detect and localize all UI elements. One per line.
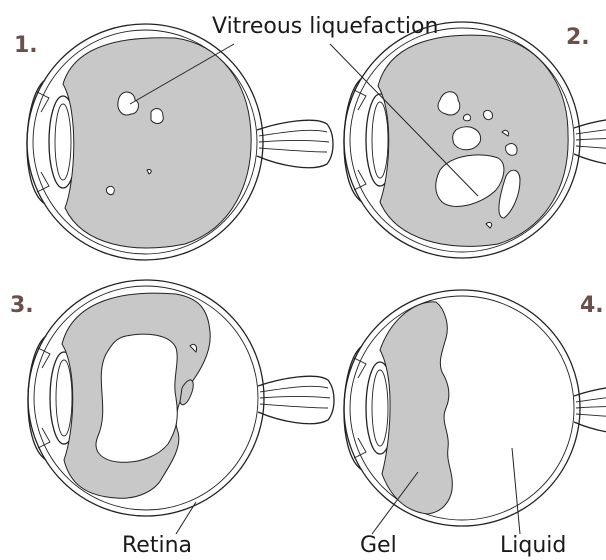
label-vitreous-liquefaction: Vitreous liquefaction	[212, 14, 438, 39]
liquid-pocket	[151, 109, 163, 124]
panel-number-1: 1.	[14, 33, 38, 58]
vitreous-gel	[63, 38, 251, 248]
eye-panel-2	[344, 22, 606, 258]
panel-number-3: 3.	[10, 293, 34, 318]
label-retina: Retina	[122, 533, 192, 558]
panel-number-4: 4.	[580, 293, 604, 318]
eye-panel-4	[344, 290, 606, 526]
liquid-pocket	[106, 186, 114, 194]
leader-liquid	[512, 448, 520, 534]
label-gel: Gel	[360, 533, 397, 558]
liquid-pocket	[96, 334, 177, 462]
liquid-pocket	[484, 110, 493, 119]
liquid-pocket	[453, 127, 481, 150]
eye-panel-3	[28, 280, 334, 516]
eye-panel-1	[27, 24, 333, 260]
vitreous-gel	[380, 302, 452, 514]
panel-number-2: 2.	[566, 25, 590, 50]
liquid-pocket	[463, 114, 470, 120]
label-liquid: Liquid	[500, 533, 566, 558]
liquid-pocket	[506, 144, 517, 156]
leader-retina	[176, 502, 196, 534]
